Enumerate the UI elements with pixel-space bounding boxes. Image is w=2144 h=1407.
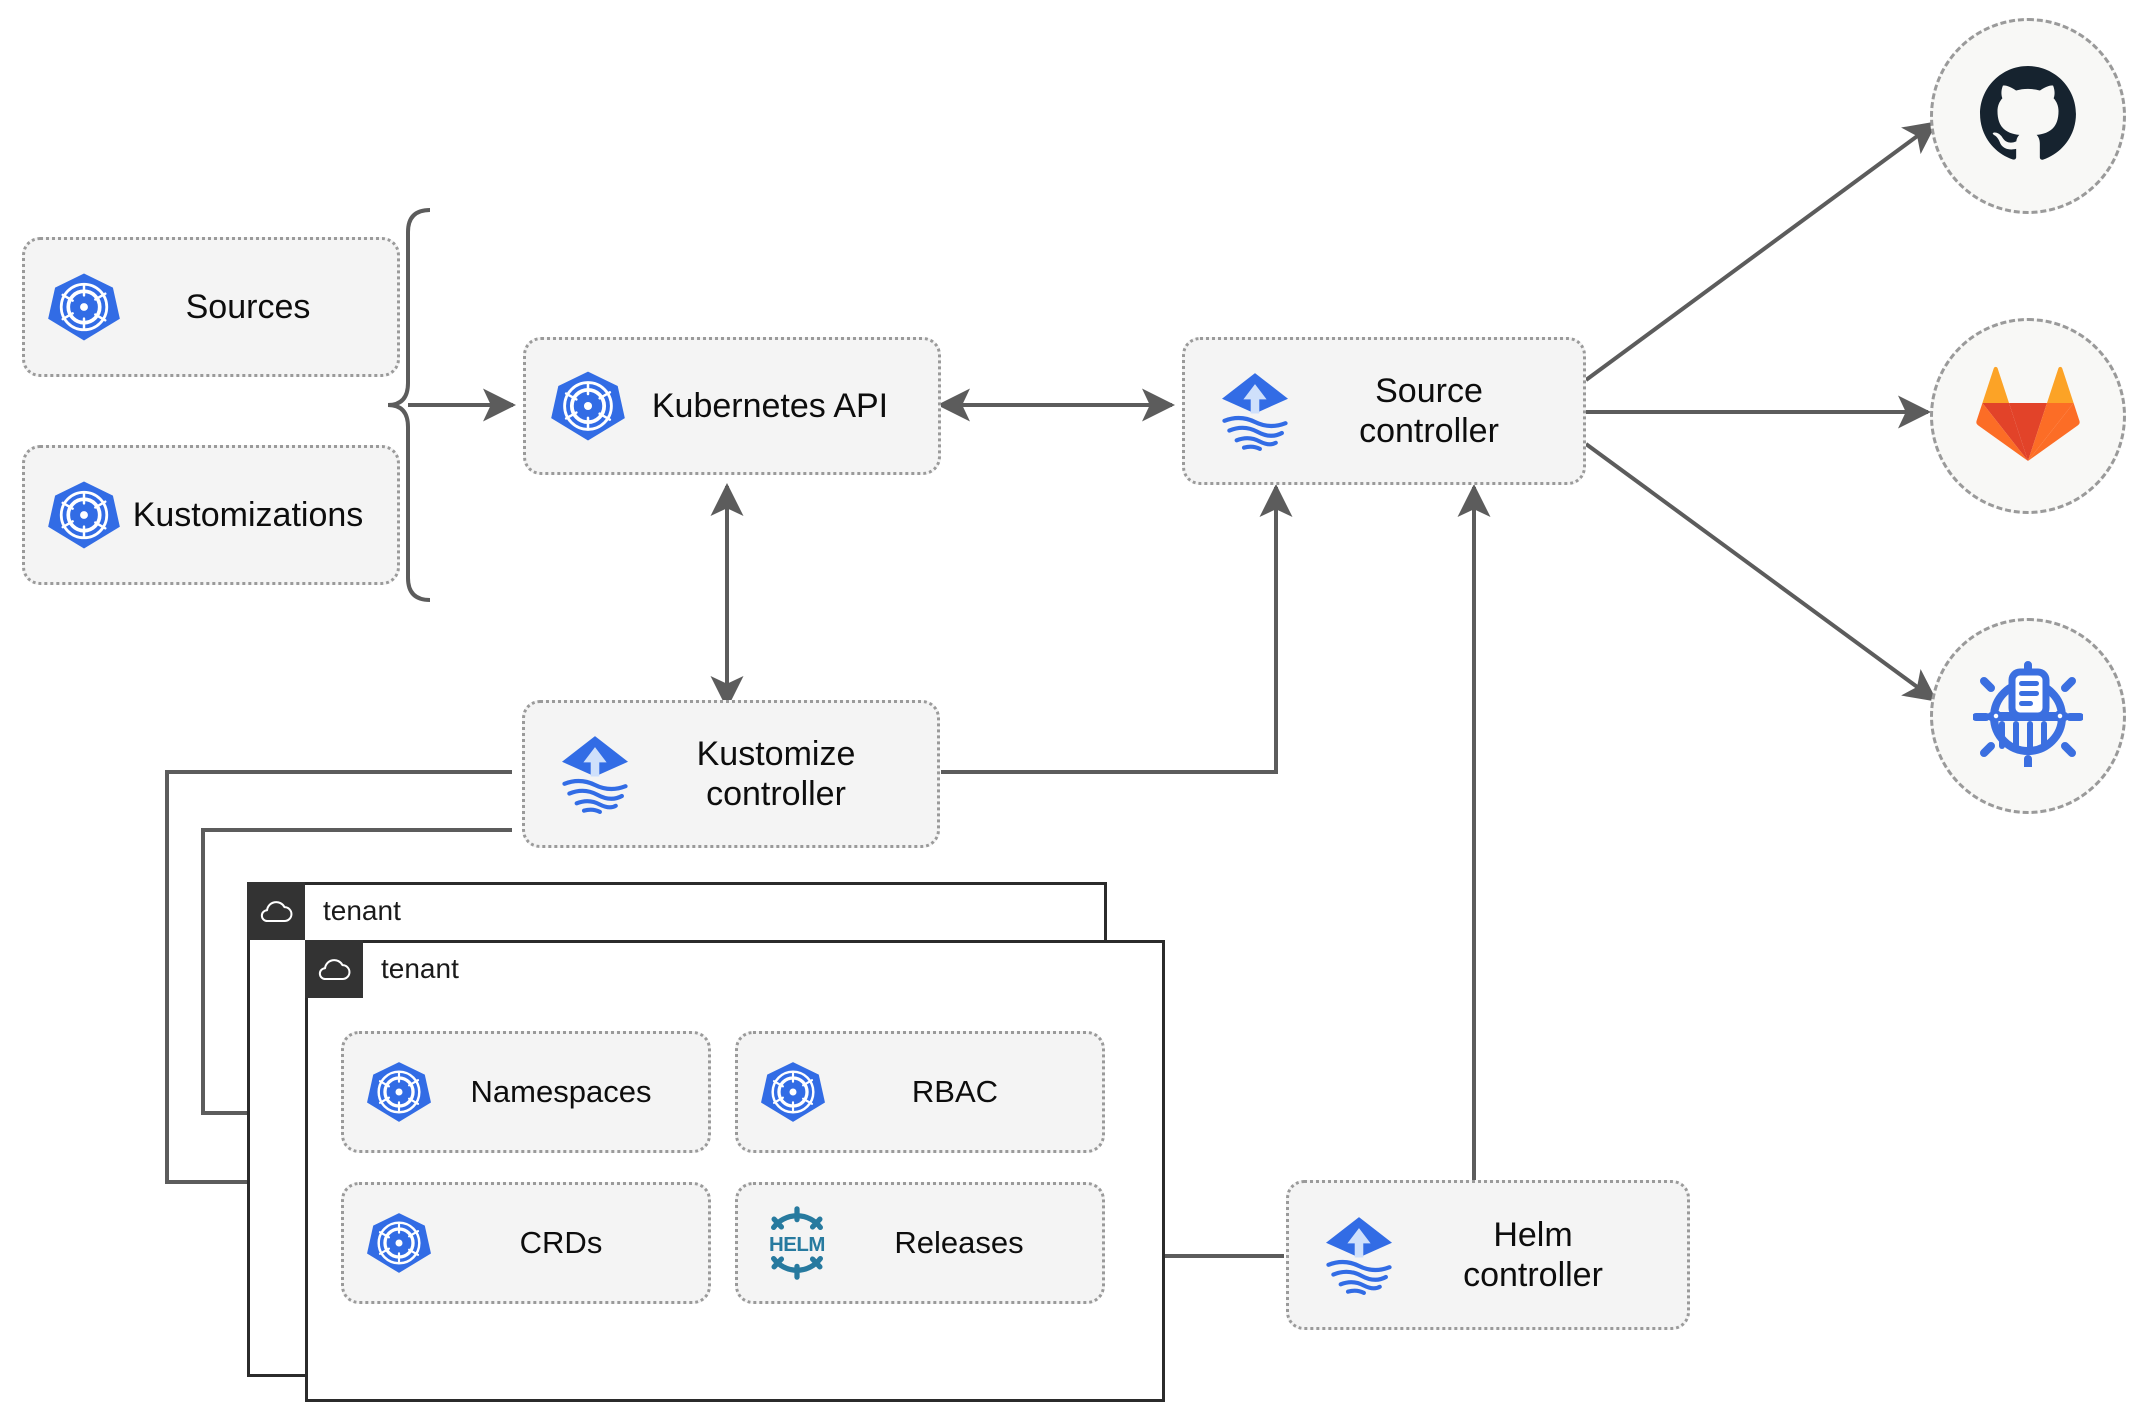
tenant-label: tenant: [381, 953, 459, 984]
kubernetes-icon: [550, 368, 626, 444]
tenant-resource-crds[interactable]: CRDs: [341, 1182, 711, 1304]
wire-source-helmrepo: [1584, 442, 1938, 702]
endpoint-github[interactable]: [1930, 18, 2126, 214]
node-kubernetes-api[interactable]: Kubernetes API: [523, 337, 941, 475]
endpoint-helm-repo[interactable]: [1930, 618, 2126, 814]
cloud-icon: [305, 940, 363, 998]
tenant-resource-label: RBAC: [911, 1073, 999, 1109]
node-label: Source controller: [1359, 371, 1499, 450]
flux-icon: [1211, 367, 1299, 455]
tenant-resource-label: CRDs: [519, 1224, 603, 1260]
tenant-resource-label: Namespaces: [470, 1073, 652, 1109]
kubernetes-icon: [366, 1210, 432, 1276]
endpoint-gitlab[interactable]: [1930, 318, 2126, 514]
tenant-titlebar: tenant: [247, 882, 401, 940]
kubernetes-icon: [47, 270, 121, 344]
node-label: Kustomize controller: [696, 734, 856, 813]
flux-icon: [551, 730, 639, 818]
helm-repo-icon: [1972, 660, 2084, 773]
node-label: Helm controller: [1463, 1215, 1603, 1294]
wire-kustomize-source: [941, 484, 1293, 774]
node-kustomize-controller[interactable]: Kustomize controller: [522, 700, 940, 848]
tenant-label: tenant: [323, 895, 401, 926]
tenant-window-inner[interactable]: tenant: [305, 940, 1165, 1402]
svg-text:HELM: HELM: [769, 1233, 825, 1256]
helm-icon: HELM: [760, 1206, 834, 1280]
kubernetes-icon: [47, 478, 121, 552]
gitlab-icon: [1976, 365, 2080, 468]
resource-label: Sources: [185, 287, 311, 326]
tenant-resource-namespaces[interactable]: Namespaces: [341, 1031, 711, 1153]
wire-source-github: [1584, 121, 1938, 382]
resource-box-sources[interactable]: Sources: [22, 237, 400, 377]
github-icon: [1978, 64, 2078, 169]
kubernetes-icon: [366, 1059, 432, 1125]
flux-icon: [1315, 1211, 1403, 1299]
node-helm-controller[interactable]: Helm controller: [1286, 1180, 1690, 1330]
tenant-resource-label: Releases: [894, 1224, 1024, 1260]
cloud-icon: [247, 882, 305, 940]
kubernetes-icon: [760, 1059, 826, 1125]
node-source-controller[interactable]: Source controller: [1182, 337, 1586, 485]
node-label: Kubernetes API: [651, 386, 889, 425]
tenant-resource-releases[interactable]: HELM Releases: [735, 1182, 1105, 1304]
resource-box-kustomizations[interactable]: Kustomizations: [22, 445, 400, 585]
resource-label: Kustomizations: [132, 495, 364, 534]
tenant-resource-rbac[interactable]: RBAC: [735, 1031, 1105, 1153]
tenant-titlebar: tenant: [305, 940, 459, 998]
